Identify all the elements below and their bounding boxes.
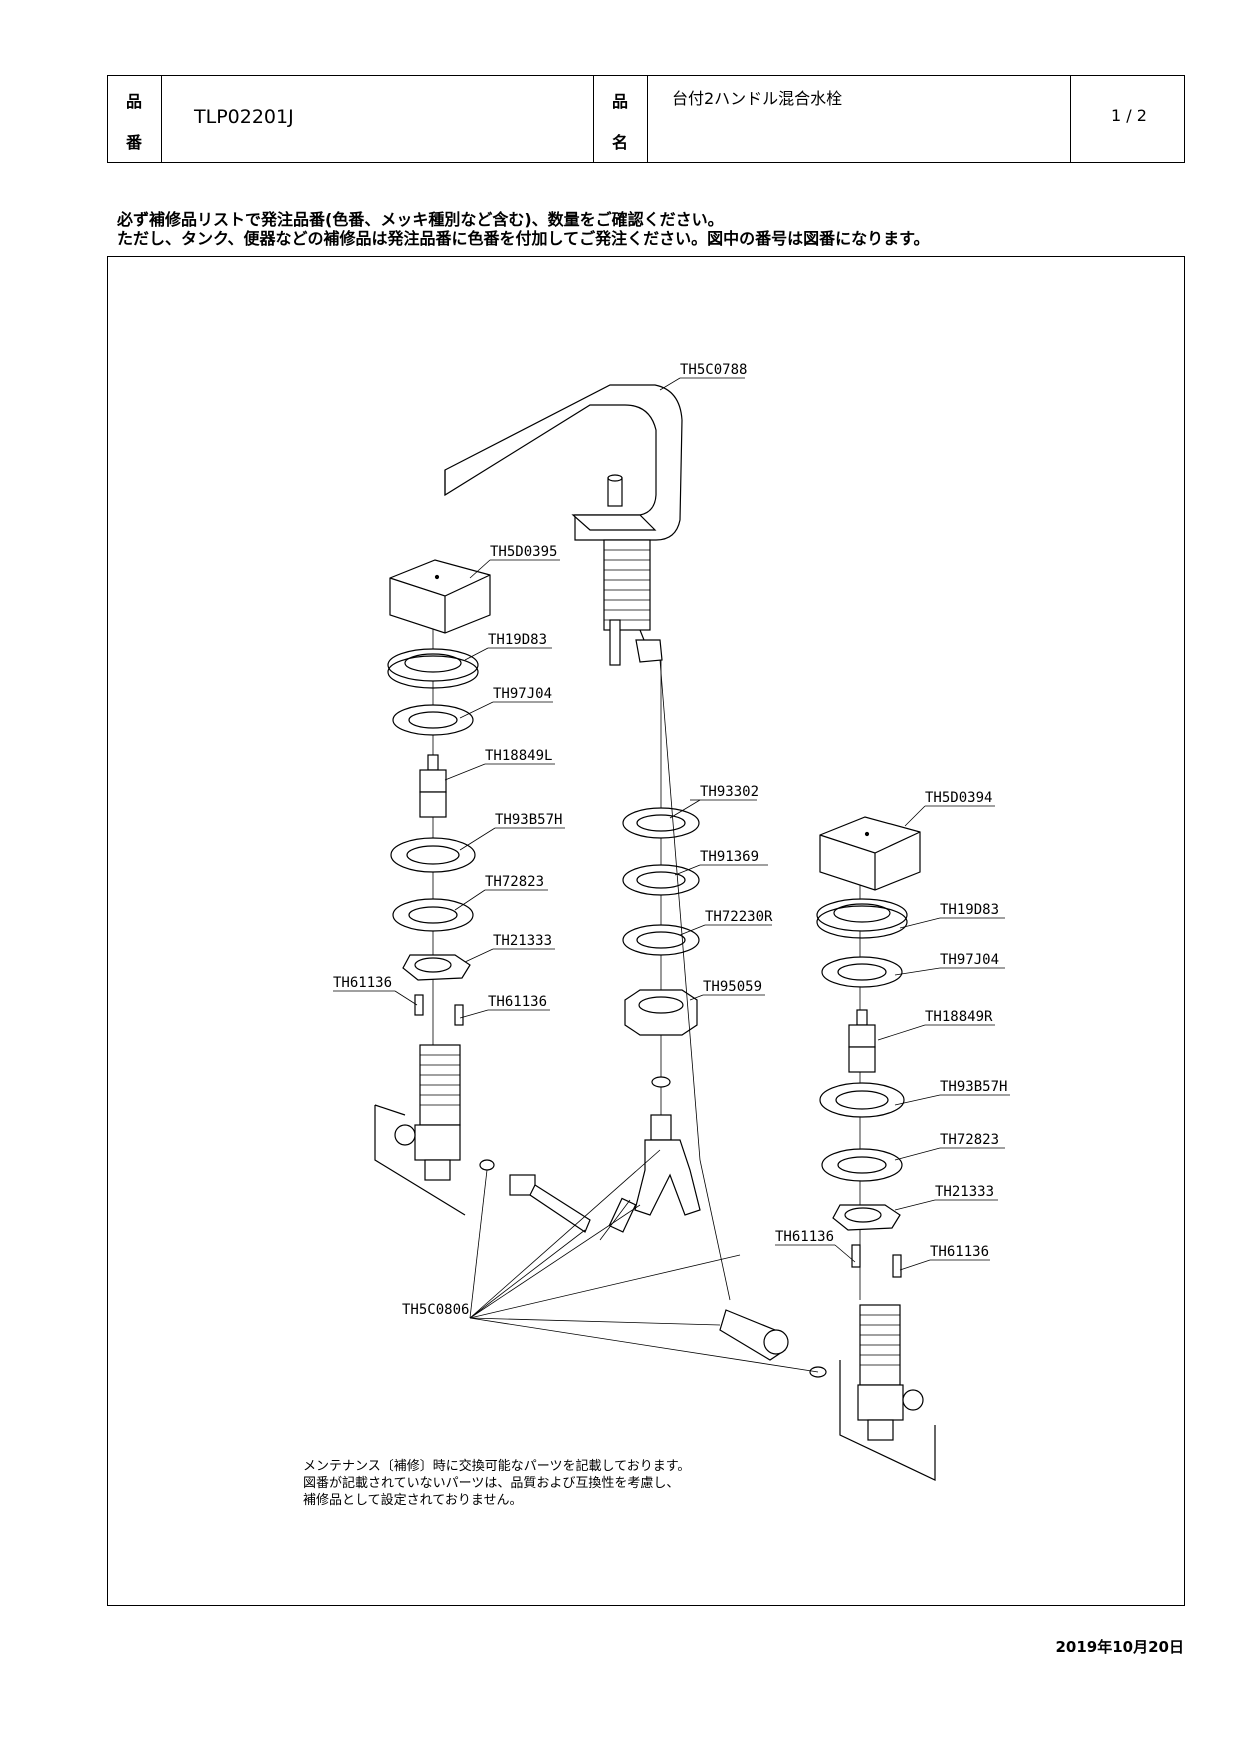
label-bracket-left: TH21333 bbox=[493, 933, 552, 949]
label-cartridge-left: TH18849L bbox=[485, 748, 552, 764]
bracket-left-part bbox=[402, 954, 471, 981]
maintenance-note-line-1: メンテナンス〔補修〕時に交換可能なパーツを記載しております。 bbox=[303, 1459, 691, 1474]
label-hose-set: TH5C0806 bbox=[402, 1302, 469, 1318]
valve-body-left-part bbox=[374, 1044, 466, 1216]
cartridge-left-part bbox=[419, 754, 447, 818]
gasket-right-part bbox=[821, 1148, 903, 1182]
diagram-frame bbox=[107, 256, 1185, 1606]
center-nut bbox=[624, 989, 698, 1088]
label-center-ring-2: TH91369 bbox=[700, 849, 759, 865]
label-washer-left: TH97J04 bbox=[493, 686, 552, 702]
page-cell: 1 / 2 bbox=[1071, 76, 1184, 162]
label-ring-left: TH93B57H bbox=[495, 812, 562, 828]
label-screw-right-a: TH61136 bbox=[775, 1229, 834, 1245]
label-center-ring-3: TH72230R bbox=[705, 909, 773, 925]
hoses bbox=[479, 659, 827, 1378]
handle-right-part bbox=[819, 816, 921, 891]
washer-right-part bbox=[821, 956, 903, 988]
screws-right-part bbox=[851, 1244, 902, 1278]
ring-right-part bbox=[819, 1082, 905, 1118]
instructions: 必ず補修品リストで発注品番(色番、メッキ種別など含む)、数量をご確認ください。 … bbox=[117, 210, 929, 248]
cap-left-part bbox=[387, 648, 479, 689]
name-label-2: 名 bbox=[612, 133, 629, 152]
label-washer-right: TH97J04 bbox=[940, 952, 999, 968]
center-rings bbox=[622, 807, 700, 956]
label-screw-left-b: TH61136 bbox=[488, 994, 547, 1010]
bracket-right-part bbox=[832, 1204, 901, 1231]
label-handle-left: TH5D0395 bbox=[490, 544, 557, 560]
instruction-line-2: ただし、タンク、便器などの補修品は発注品番に色番を付加してご発注ください。図中の… bbox=[117, 229, 930, 248]
part-no-label-1: 品 bbox=[126, 92, 143, 111]
instruction-line-1: 必ず補修品リストで発注品番(色番、メッキ種別など含む)、数量をご確認ください。 bbox=[117, 210, 724, 229]
screws-left-part bbox=[414, 994, 464, 1026]
issue-date: 2019年10月20日 bbox=[1055, 1638, 1185, 1656]
label-gasket-left: TH72823 bbox=[485, 874, 544, 890]
gasket-left-part bbox=[392, 898, 474, 932]
product-name: 台付2ハンドル混合水栓 bbox=[672, 89, 843, 108]
part-no-cell: TLP02201J bbox=[162, 76, 594, 162]
label-handle-right: TH5D0394 bbox=[925, 790, 992, 806]
title-block: 品 番 TLP02201J 品 名 台付2ハンドル混合水栓 1 / 2 bbox=[107, 75, 1185, 163]
cartridge-right-part bbox=[848, 1009, 876, 1073]
handle-left-part bbox=[389, 559, 491, 634]
label-gasket-right: TH72823 bbox=[940, 1132, 999, 1148]
y-connector bbox=[608, 1114, 701, 1233]
page-number: 1 / 2 bbox=[1111, 106, 1147, 125]
name-label-cell: 品 名 bbox=[594, 76, 648, 162]
washer-left-part bbox=[392, 704, 474, 736]
label-ring-right: TH93B57H bbox=[940, 1079, 1007, 1095]
valve-body-right-part bbox=[839, 1304, 936, 1481]
label-screw-right-b: TH61136 bbox=[930, 1244, 989, 1260]
name-cell: 台付2ハンドル混合水栓 bbox=[648, 76, 1071, 162]
label-bracket-right: TH21333 bbox=[935, 1184, 994, 1200]
spout-part bbox=[444, 384, 683, 666]
label-center-ring-1: TH93302 bbox=[700, 784, 759, 800]
label-cap-left: TH19D83 bbox=[488, 632, 547, 648]
part-no-label-cell: 品 番 bbox=[108, 76, 162, 162]
part-number: TLP02201J bbox=[194, 106, 294, 128]
part-no-label-2: 番 bbox=[126, 133, 143, 152]
maintenance-note-line-3: 補修品として設定されておりません。 bbox=[303, 1493, 523, 1508]
label-screw-left-a: TH61136 bbox=[333, 975, 392, 991]
label-cartridge-right: TH18849R bbox=[925, 1009, 993, 1025]
label-center-nut: TH95059 bbox=[703, 979, 762, 995]
name-label-1: 品 bbox=[612, 92, 629, 111]
maintenance-note-line-2: 図番が記載されていないパーツは、品質および互換性を考慮し、 bbox=[303, 1476, 680, 1491]
ring-left-part bbox=[390, 837, 476, 873]
label-cap-right: TH19D83 bbox=[940, 902, 999, 918]
maintenance-note: メンテナンス〔補修〕時に交換可能なパーツを記載しております。 図番が記載されてい… bbox=[303, 1458, 690, 1509]
cap-right-part bbox=[816, 898, 908, 939]
label-spout: TH5C0788 bbox=[680, 362, 747, 378]
